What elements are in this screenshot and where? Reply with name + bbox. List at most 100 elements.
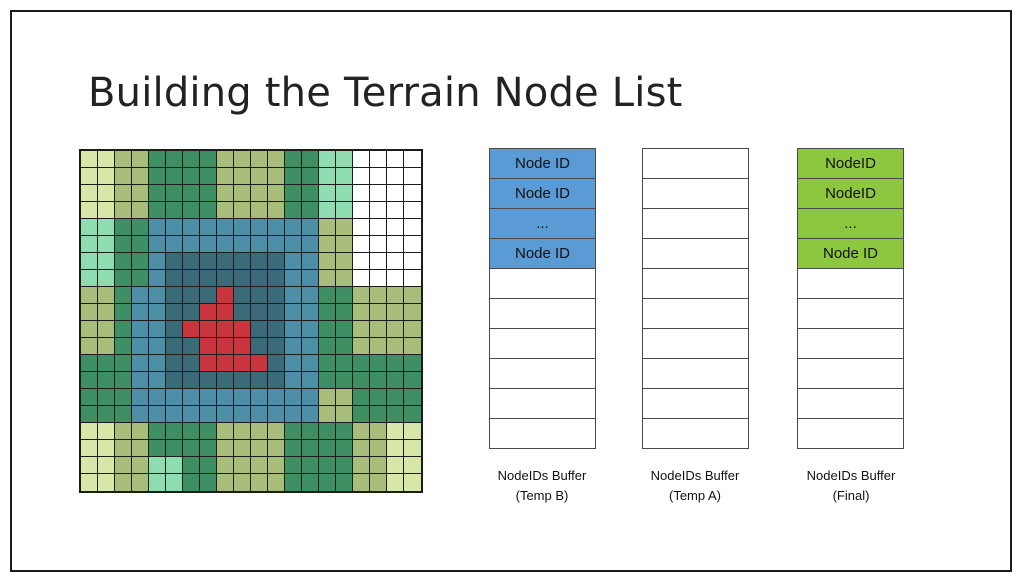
grid-cell xyxy=(149,423,166,440)
caption-final: NodeIDs Buffer (Final) xyxy=(781,466,921,506)
grid-cell xyxy=(149,219,166,236)
grid-cell xyxy=(234,423,251,440)
buffer-slot xyxy=(642,358,749,389)
grid-cell xyxy=(115,457,132,474)
grid-cell xyxy=(336,185,353,202)
grid-cell xyxy=(387,202,404,219)
grid-cell xyxy=(404,219,421,236)
grid-cell xyxy=(370,372,387,389)
grid-cell xyxy=(200,389,217,406)
grid-cell xyxy=(149,321,166,338)
grid-cell xyxy=(285,423,302,440)
grid-cell xyxy=(200,287,217,304)
grid-cell xyxy=(183,185,200,202)
grid-cell xyxy=(285,270,302,287)
grid-cell xyxy=(302,355,319,372)
grid-cell xyxy=(404,185,421,202)
grid-cell xyxy=(166,355,183,372)
grid-cell xyxy=(251,321,268,338)
grid-cell xyxy=(251,389,268,406)
grid-cell xyxy=(115,219,132,236)
grid-cell xyxy=(183,423,200,440)
grid-cell xyxy=(149,440,166,457)
grid-cell xyxy=(387,474,404,491)
grid-cell xyxy=(81,253,98,270)
buffer-slot xyxy=(797,298,904,329)
grid-cell xyxy=(132,321,149,338)
grid-cell xyxy=(404,253,421,270)
buffer-temp-a xyxy=(642,148,749,449)
grid-cell xyxy=(336,389,353,406)
grid-cell xyxy=(98,253,115,270)
grid-cell xyxy=(115,423,132,440)
grid-cell xyxy=(353,202,370,219)
grid-cell xyxy=(370,304,387,321)
grid-cell xyxy=(319,287,336,304)
grid-cell xyxy=(183,440,200,457)
grid-cell xyxy=(285,236,302,253)
caption-temp-a-line2: (Temp A) xyxy=(668,488,721,503)
grid-cell xyxy=(98,168,115,185)
grid-cell xyxy=(234,236,251,253)
grid-cell xyxy=(285,406,302,423)
grid-cell xyxy=(336,440,353,457)
grid-cell xyxy=(98,151,115,168)
grid-cell xyxy=(200,372,217,389)
grid-cell xyxy=(353,304,370,321)
caption-temp-b: NodeIDs Buffer (Temp B) xyxy=(472,466,612,506)
grid-cell xyxy=(183,355,200,372)
grid-cell xyxy=(353,236,370,253)
grid-cell xyxy=(268,185,285,202)
grid-cell xyxy=(268,219,285,236)
buffer-slot xyxy=(642,418,749,449)
buffer-slot xyxy=(489,298,596,329)
grid-cell xyxy=(302,389,319,406)
grid-cell xyxy=(268,236,285,253)
grid-cell xyxy=(81,423,98,440)
grid-cell xyxy=(285,372,302,389)
grid-cell xyxy=(132,355,149,372)
grid-cell xyxy=(183,253,200,270)
grid-cell xyxy=(268,321,285,338)
grid-cell xyxy=(183,372,200,389)
grid-cell xyxy=(251,168,268,185)
grid-cell xyxy=(234,151,251,168)
grid-cell xyxy=(98,270,115,287)
grid-cell xyxy=(183,389,200,406)
grid-cell xyxy=(115,389,132,406)
grid-cell xyxy=(336,304,353,321)
grid-cell xyxy=(217,389,234,406)
grid-cell xyxy=(285,321,302,338)
buffer-slot: NodeID xyxy=(797,178,904,209)
grid-cell xyxy=(251,474,268,491)
grid-cell xyxy=(234,406,251,423)
buffer-slot xyxy=(642,298,749,329)
grid-cell xyxy=(183,321,200,338)
buffer-slot xyxy=(642,148,749,179)
grid-cell xyxy=(302,151,319,168)
grid-cell xyxy=(115,151,132,168)
grid-cell xyxy=(200,270,217,287)
grid-cell xyxy=(370,423,387,440)
grid-cell xyxy=(98,423,115,440)
grid-cell xyxy=(251,423,268,440)
grid-cell xyxy=(132,457,149,474)
grid-cell xyxy=(336,168,353,185)
grid-cell xyxy=(404,202,421,219)
grid-cell xyxy=(234,202,251,219)
grid-cell xyxy=(149,474,166,491)
grid-cell xyxy=(200,219,217,236)
grid-cell xyxy=(302,236,319,253)
grid-cell xyxy=(149,168,166,185)
grid-cell xyxy=(302,440,319,457)
grid-cell xyxy=(370,321,387,338)
grid-cell xyxy=(166,287,183,304)
grid-cell xyxy=(319,321,336,338)
grid-cell xyxy=(336,253,353,270)
grid-cell xyxy=(302,270,319,287)
grid-cell xyxy=(132,236,149,253)
caption-temp-a: NodeIDs Buffer (Temp A) xyxy=(625,466,765,506)
grid-cell xyxy=(217,423,234,440)
grid-cell xyxy=(132,389,149,406)
